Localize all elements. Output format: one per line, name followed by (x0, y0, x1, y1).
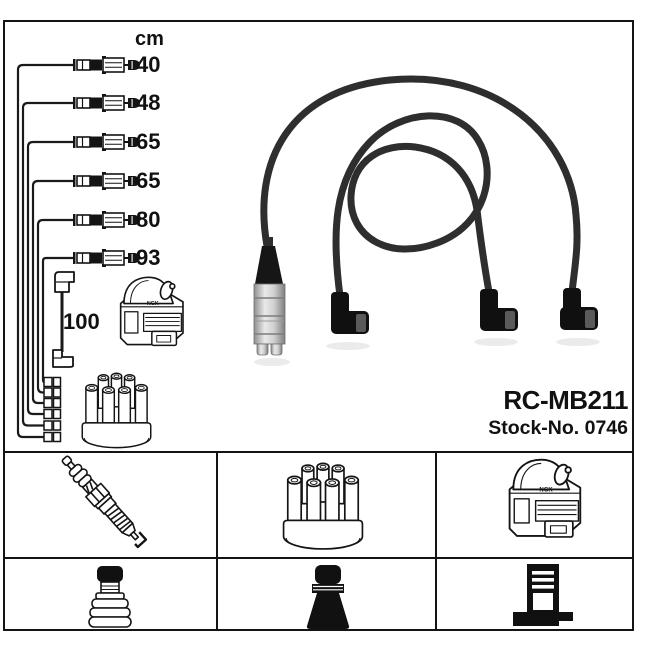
plug-boot-3 (560, 288, 598, 330)
length-label-48: 48 (136, 90, 161, 115)
cable-glyph-row-2 (73, 133, 140, 151)
grid-line-horizontal-1 (3, 451, 634, 453)
product-code: RC-MB211 (503, 385, 628, 415)
ignition-lead-cable-looped (332, 112, 493, 300)
length-label-65a: 65 (136, 129, 161, 154)
grid-line-vertical-1 (216, 451, 218, 629)
cable-glyph-row-4 (73, 211, 140, 229)
cable-glyph-row-1 (73, 94, 140, 112)
ignition-leads-photo (253, 75, 600, 366)
coil-connector-icon (513, 564, 573, 626)
ignition-coil-icon (508, 458, 582, 538)
distributor-terminal-illustrations (43, 376, 62, 443)
length-label-65b: 65 (136, 168, 161, 193)
lead-bundle-lines (16, 63, 76, 439)
ignition-coil-illustration (119, 276, 184, 347)
ignition-lead-cable-long (260, 75, 581, 296)
spark-plug-icon (61, 455, 148, 549)
length-label-93: 93 (136, 245, 161, 270)
cable-glyph-row-5 (73, 249, 140, 267)
coil-wire-bottom-boot (52, 349, 74, 368)
coil-wire-illustration (52, 271, 75, 368)
cable-glyph-row-0 (73, 56, 140, 74)
stock-number: Stock-No. 0746 (488, 417, 628, 439)
cable-glyph-row-3 (73, 172, 140, 190)
grid-line-vertical-2 (435, 451, 437, 629)
distributor-cap-icon (282, 462, 364, 550)
coil-connector-metal (253, 237, 286, 356)
plug-boot-2 (480, 289, 518, 331)
length-label-40: 40 (136, 52, 161, 77)
distributor-boot-icon (306, 565, 350, 629)
angled-plug-boots (331, 288, 598, 334)
spark-plug-boot-icon (88, 566, 132, 628)
length-label-80: 80 (136, 207, 161, 232)
coil-wire-length-label: 100 (63, 309, 100, 334)
plug-boot-1 (331, 292, 369, 334)
distributor-cap-illustration (81, 372, 152, 449)
grid-line-horizontal-2 (3, 557, 634, 559)
unit-label: cm (135, 28, 164, 50)
cable-length-illustrations (73, 56, 140, 267)
